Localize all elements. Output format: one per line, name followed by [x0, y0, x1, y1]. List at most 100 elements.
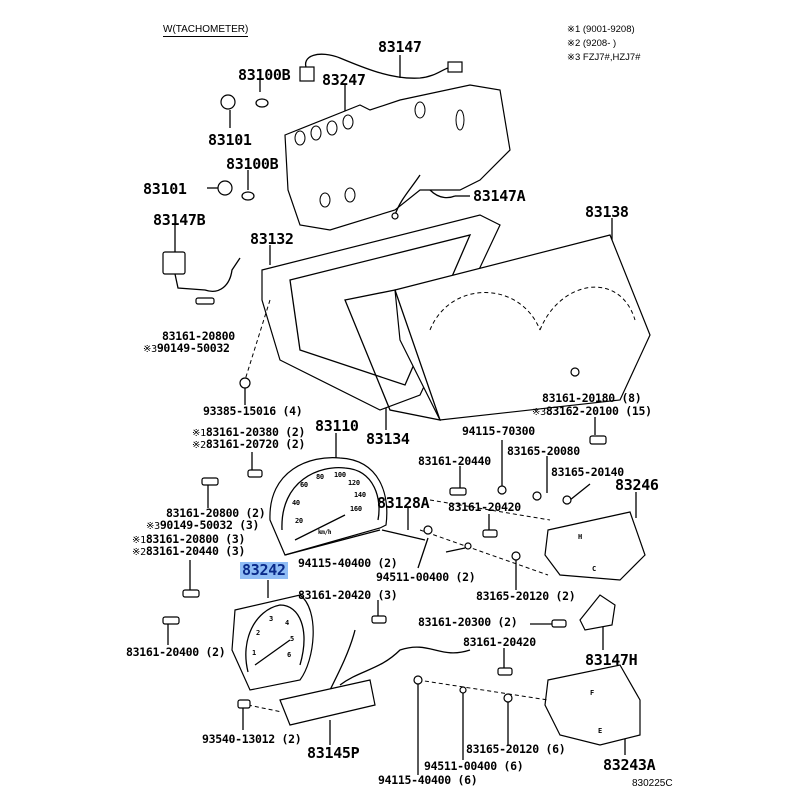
speedometer: [269, 457, 388, 556]
tachometer-needle: [254, 639, 291, 666]
speedo-tick: 40: [292, 499, 300, 507]
tacho-tick: 2: [256, 629, 260, 637]
gauge-label-f: F: [590, 689, 594, 697]
harness-83147: [304, 53, 456, 79]
part-label-94115-70300[interactable]: 94115-70300: [462, 424, 535, 438]
part-label-83161-20420-3[interactable]: 83161-20420 (3): [298, 588, 398, 602]
screw-icon: [551, 619, 567, 628]
note-1: ※1 (9001-9208): [567, 24, 635, 35]
sensor-wire: [174, 257, 241, 292]
part-label-83242-highlighted[interactable]: 83242: [240, 561, 288, 579]
part-label-83165-20080[interactable]: 83165-20080: [507, 444, 580, 458]
part-label-93385-15016[interactable]: 93385-15016 (4): [203, 404, 303, 418]
part-label-83246[interactable]: 83246: [615, 476, 659, 494]
nut-icon: [503, 693, 513, 703]
screw-icon: [182, 589, 200, 598]
part-label-93540-13012[interactable]: 93540-13012 (2): [202, 732, 302, 746]
part-label-83161-20800-2[interactable]: 83161-20800 (2): [166, 506, 266, 520]
part-label-83132[interactable]: 83132: [250, 230, 294, 248]
screw-icon: [247, 469, 263, 478]
part-label-83165-20120-2[interactable]: 83165-20120 (2): [476, 589, 576, 603]
bracket-83147h: [579, 594, 616, 631]
part-label-83243a[interactable]: 83243A: [603, 756, 656, 774]
speedo-tick: 140: [354, 491, 366, 499]
wire-harness: [329, 629, 471, 691]
part-label-83165-20120-6[interactable]: 83165-20120 (6): [466, 742, 566, 756]
screw-icon: [162, 616, 180, 625]
part-label-83161-20440-3[interactable]: ※283161-20440 (3): [132, 544, 246, 558]
part-label-94511-00400-6[interactable]: 94511-00400 (6): [424, 759, 524, 773]
part-label-94511-00400-2[interactable]: 94511-00400 (2): [376, 570, 476, 584]
part-label-83138[interactable]: 83138: [585, 203, 629, 221]
nut-icon: [423, 525, 433, 535]
part-label-83110[interactable]: 83110: [315, 417, 359, 435]
tacho-tick: 4: [285, 619, 289, 627]
part-label-83161-20800-3[interactable]: ※183161-20800 (3): [132, 532, 246, 546]
screw-icon: [589, 435, 607, 445]
part-label-83161-20440[interactable]: 83161-20440: [418, 454, 491, 468]
wire-terminal: [391, 212, 399, 220]
sensor-wire-83147a: [394, 174, 456, 216]
part-label-83100b[interactable]: 83100B: [238, 66, 291, 84]
part-label-83147[interactable]: 83147: [378, 38, 422, 56]
nut-icon: [511, 551, 521, 561]
part-label-83247[interactable]: 83247: [322, 71, 366, 89]
printed-circuit-board: [284, 84, 511, 231]
part-label-83165-20140[interactable]: 83165-20140: [551, 465, 624, 479]
cable-83128a: [381, 529, 426, 541]
tachometer: [231, 594, 314, 691]
part-label-83161-20380[interactable]: ※183161-20380 (2): [192, 425, 306, 439]
meter-hood: [344, 289, 441, 421]
part-label-83145p[interactable]: 83145P: [307, 744, 360, 762]
part-label-83161-20720[interactable]: ※283161-20720 (2): [192, 437, 306, 451]
clip-icon: [239, 377, 251, 389]
part-label-83161-20180[interactable]: 83161-20180 (8): [542, 391, 642, 405]
part-label-83128a[interactable]: 83128A: [377, 494, 430, 512]
bulb-icon: [241, 191, 255, 201]
nut-icon: [562, 495, 572, 505]
screw-icon: [201, 477, 219, 486]
fuel-temp-gauge-83243a: [544, 664, 641, 746]
glass-boss: [570, 367, 580, 377]
sensor-83147b: [162, 251, 186, 275]
figure-code: 830225C: [632, 778, 673, 789]
part-label-83101[interactable]: 83101: [208, 131, 252, 149]
part-label-83161-20420-b[interactable]: 83161-20420: [463, 635, 536, 649]
nut-icon: [532, 491, 542, 501]
part-label-94115-40400-2[interactable]: 94115-40400 (2): [298, 556, 398, 570]
part-label-83100b[interactable]: 83100B: [226, 155, 279, 173]
part-label-90149-50032-3[interactable]: ※390149-50032 (3): [146, 518, 260, 532]
tacho-tick: 5: [290, 635, 294, 643]
meter-glass: [394, 234, 651, 421]
screw-icon: [482, 529, 498, 538]
screw-icon: [497, 667, 513, 676]
harness-connector: [447, 61, 463, 73]
fuel-temp-gauge-83246: [544, 511, 646, 581]
part-label-83161-20300[interactable]: 83161-20300 (2): [418, 615, 518, 629]
speedometer-needle: [294, 514, 346, 541]
speedo-tick: 160: [350, 505, 362, 513]
bulb-icon: [255, 98, 269, 108]
part-label-90149-50032[interactable]: ※390149-50032: [143, 341, 230, 355]
speedo-tick: 60: [300, 481, 308, 489]
combination-meter-case: [261, 214, 501, 411]
tachometer-dial-arc: [245, 604, 305, 673]
part-label-83161-20420[interactable]: 83161-20420: [448, 500, 521, 514]
part-label-94115-40400-6[interactable]: 94115-40400 (6): [378, 773, 478, 787]
part-label-83161-20400[interactable]: 83161-20400 (2): [126, 645, 226, 659]
note-2: ※2 (9208- ): [567, 38, 617, 49]
part-label-83101[interactable]: 83101: [143, 180, 187, 198]
tacho-tick: 3: [269, 615, 273, 623]
part-label-83161-20800[interactable]: 83161-20800: [162, 329, 235, 343]
bulb-socket-icon: [220, 94, 236, 110]
speedo-tick: 20: [295, 517, 303, 525]
part-label-83134[interactable]: 83134: [366, 430, 410, 448]
part-label-83147h[interactable]: 83147H: [585, 651, 638, 669]
part-label-83147a[interactable]: 83147A: [473, 187, 526, 205]
tacho-tick: 1: [252, 649, 256, 657]
washer-icon: [464, 542, 472, 550]
diagram-title: W(TACHOMETER): [163, 24, 249, 37]
part-label-83147b[interactable]: 83147B: [153, 211, 206, 229]
part-label-83162-20100[interactable]: ※383162-20100 (15): [532, 404, 652, 418]
